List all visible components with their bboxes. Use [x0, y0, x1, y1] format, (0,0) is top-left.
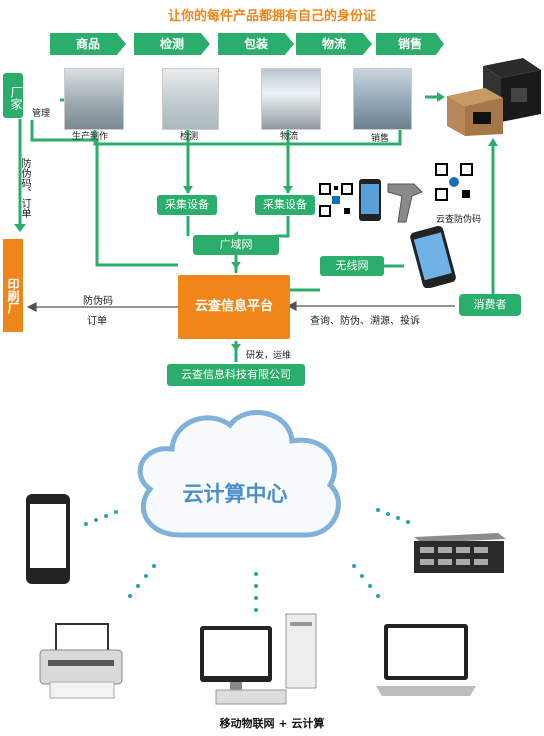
page-title: 让你的每件产品都拥有自己的身份证 — [167, 9, 376, 24]
wireless-box: 无线网 — [320, 256, 384, 276]
inspection-photo — [162, 68, 219, 130]
stage-inspection: 检测 — [134, 33, 210, 55]
code-label: 防伪码 — [83, 296, 113, 307]
collector-2: 采集设备 — [255, 195, 315, 215]
mobile-phone-icon — [26, 494, 70, 584]
qr-code-icon — [318, 182, 354, 218]
order-label: 订单 — [87, 316, 107, 327]
stage-logistics: 物流 — [296, 33, 372, 55]
anti-fake-order-label: 防伪码、订单 — [19, 158, 30, 218]
stage-goods: 商品 — [50, 33, 126, 55]
production-label: 生产制作 — [72, 132, 109, 142]
barcode-scanner-icon — [387, 183, 423, 223]
laptop-icon — [376, 624, 476, 696]
cloud-title: 云计算中心 — [182, 482, 288, 506]
production-photo — [64, 68, 124, 130]
collector-1: 采集设备 — [157, 195, 217, 215]
smartphone-icon — [359, 179, 381, 221]
anti-fake-qr-label: 云查防伪码 — [436, 215, 482, 225]
desktop-computer-icon — [200, 613, 317, 705]
smartphone-large-icon — [410, 226, 456, 288]
sales-photo — [353, 68, 412, 130]
inspection-label: 检测 — [180, 132, 199, 142]
logistics-label: 物流 — [280, 132, 299, 142]
consumer-box: 消费者 — [459, 294, 521, 316]
stage-sales: 销售 — [376, 33, 444, 55]
cloud-footer: 移动物联网 + 云计算 — [219, 717, 325, 730]
sales-label: 销售 — [371, 134, 390, 144]
factory-box: 厂家 — [3, 73, 23, 118]
product-boxes-image — [447, 58, 541, 136]
consumer-services-label: 查询、防伪、溯源、投诉 — [310, 316, 420, 327]
dotted-links — [84, 508, 410, 612]
cloud-shape — [137, 410, 341, 538]
printer-icon — [39, 623, 123, 699]
anti-fake-qr-icon — [434, 162, 474, 202]
printer-box: 印刷厂 — [3, 239, 23, 332]
logistics-photo — [261, 68, 321, 130]
stage-packaging: 包装 — [218, 33, 294, 55]
platform-box: 云查信息平台 — [178, 275, 290, 339]
rnd-label: 研发，运维 — [246, 351, 292, 361]
server-rack-icon — [414, 533, 506, 573]
manage-label: 管理 — [32, 109, 51, 119]
company-box: 云查信息科技有限公司 — [167, 364, 305, 386]
wan-box: 广域网 — [193, 235, 279, 255]
